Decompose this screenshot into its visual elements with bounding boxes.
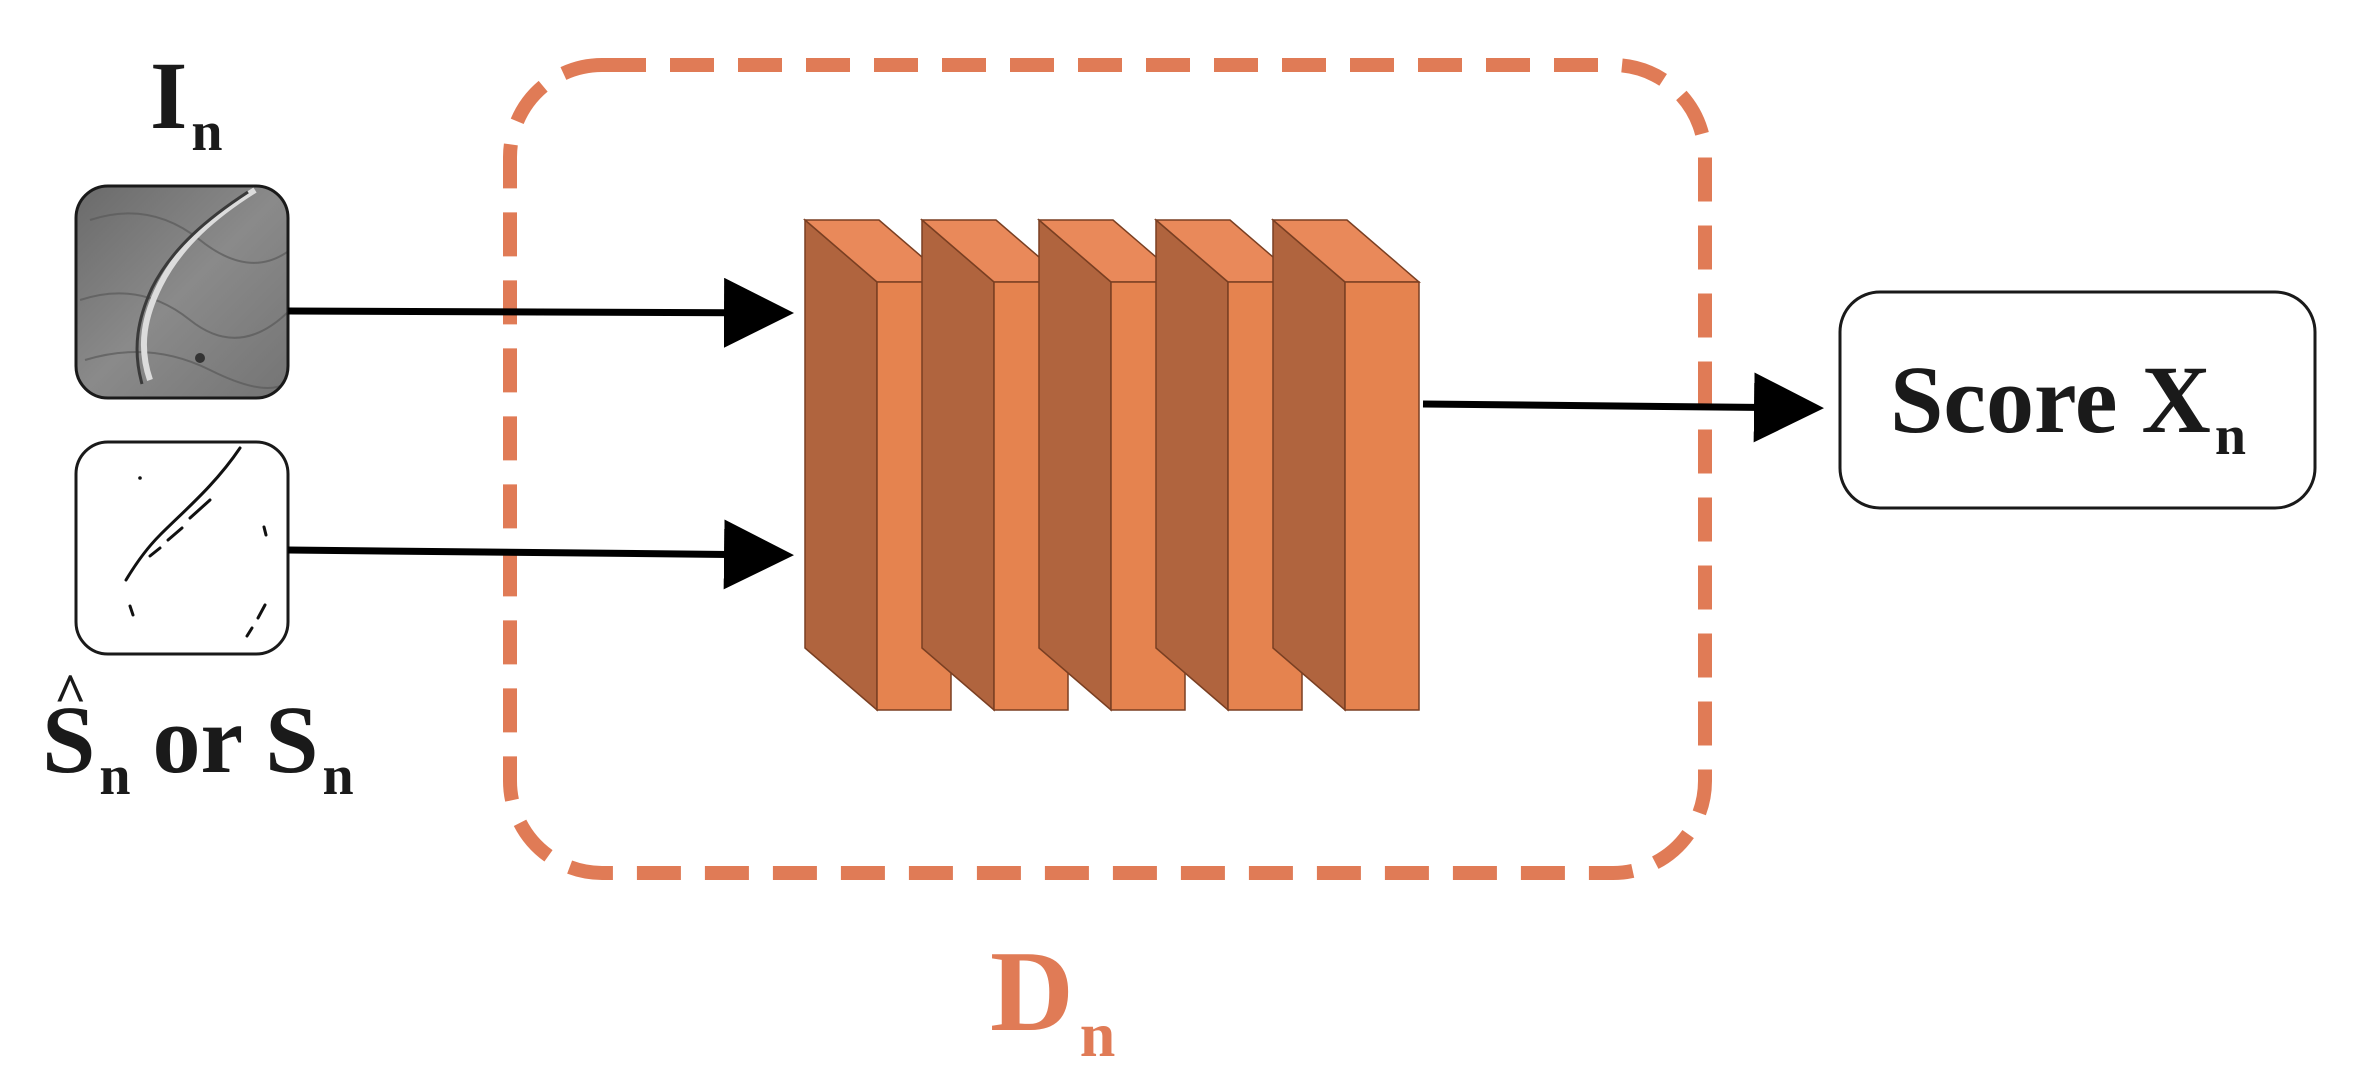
score-label: Score Xn	[1890, 346, 2246, 467]
conv-layer-stack	[802, 218, 1422, 712]
conv-layer-side	[1272, 218, 1346, 712]
conv-layer-side	[921, 218, 995, 712]
conv-layer-side	[804, 218, 878, 712]
discriminator-boundary	[503, 58, 1712, 880]
discriminator-label: Dn	[990, 928, 1115, 1070]
conv-layer-front	[1344, 281, 1420, 711]
input-image-label: In	[150, 42, 223, 163]
segmentation-input-arrow	[287, 519, 794, 590]
conv-layer-5	[1270, 218, 1422, 712]
conv-layer-side	[1038, 218, 1112, 712]
conv-layer-side	[1155, 218, 1229, 712]
input-image-thumbnail	[74, 184, 290, 400]
segmentation-map-thumbnail	[74, 440, 290, 656]
score-box: Score Xn	[1838, 290, 2317, 510]
segmentation-hat-accent: ^	[54, 663, 87, 725]
score-output-arrow	[1422, 372, 1824, 443]
image-input-arrow	[287, 277, 794, 348]
conv-layer-3	[1036, 218, 1188, 712]
